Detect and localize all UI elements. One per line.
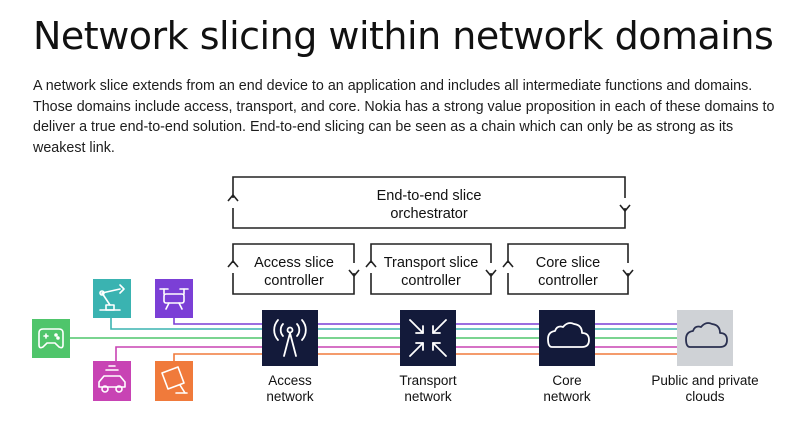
controller-transport-box — [365, 243, 497, 295]
domain-transport-line1: Transport — [399, 373, 457, 388]
domain-core-line1: Core — [552, 373, 581, 388]
intro-paragraph: A network slice extends from an end devi… — [33, 78, 775, 156]
orchestrator-label-line1: End-to-end slice — [377, 188, 482, 204]
domain-clouds-line2: clouds — [685, 389, 724, 404]
car-icon — [93, 361, 131, 401]
public-cloud-icon — [677, 310, 733, 366]
slice-line-orange — [173, 353, 702, 361]
controller-core-line1: Core slice — [536, 255, 600, 271]
antenna-icon — [262, 310, 318, 366]
drone-icon — [155, 279, 193, 318]
controller-access-line1: Access slice — [254, 255, 334, 271]
controller-transport-line2: controller — [401, 273, 461, 289]
controller-access-line2: controller — [264, 273, 324, 289]
controller-access-box — [227, 243, 360, 295]
orchestrator-label-line2: orchestrator — [390, 206, 468, 222]
controller-core-box — [502, 243, 634, 295]
slice-lines — [70, 318, 702, 361]
domain-clouds-line1: Public and private — [651, 373, 758, 388]
domain-transport-line2: network — [404, 389, 452, 404]
gamepad-icon — [32, 319, 70, 358]
slice-line-purple — [173, 318, 702, 325]
page-title: Network slicing within network domains — [33, 14, 774, 58]
domain-core-line2: network — [543, 389, 591, 404]
orchestrator-box — [227, 176, 631, 229]
arrows-converge-icon — [400, 310, 456, 366]
robot-arm-icon — [93, 279, 131, 318]
controller-core-line2: controller — [538, 273, 598, 289]
controller-transport-line1: Transport slice — [384, 255, 479, 271]
domain-access-line1: Access — [268, 373, 312, 388]
camera-icon — [155, 361, 193, 401]
slice-line-teal — [110, 318, 702, 330]
domain-access-line2: network — [266, 389, 314, 404]
slice-line-magenta — [115, 346, 702, 361]
cloud-icon — [539, 310, 595, 366]
